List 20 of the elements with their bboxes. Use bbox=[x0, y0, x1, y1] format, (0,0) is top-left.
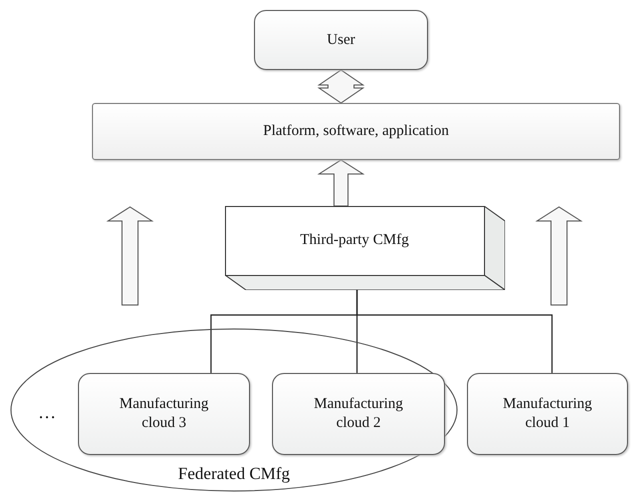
node-label: Manufacturing cloud 3 bbox=[118, 395, 210, 433]
rounded-box bbox=[272, 373, 445, 455]
rounded-box bbox=[467, 373, 628, 455]
connector-line bbox=[356, 290, 553, 373]
node-label: User bbox=[326, 30, 356, 50]
block-arrow bbox=[317, 69, 365, 104]
node-label: Manufacturing cloud 1 bbox=[502, 395, 594, 433]
block-arrow bbox=[535, 206, 583, 306]
node-label: Platform, software, application bbox=[262, 122, 450, 141]
3d-box-drawing bbox=[225, 206, 505, 290]
block-arrow bbox=[317, 159, 365, 206]
rounded-box bbox=[254, 10, 428, 70]
layer-band bbox=[92, 103, 620, 160]
block-arrow bbox=[106, 206, 154, 306]
node-label: Third-party CMfg bbox=[299, 231, 410, 250]
ellipsis-label: … bbox=[38, 402, 56, 423]
node-label: Manufacturing cloud 2 bbox=[312, 395, 404, 433]
ellipse-group bbox=[10, 328, 458, 492]
rounded-box bbox=[78, 373, 250, 455]
group-label: Federated CMfg bbox=[178, 462, 290, 485]
